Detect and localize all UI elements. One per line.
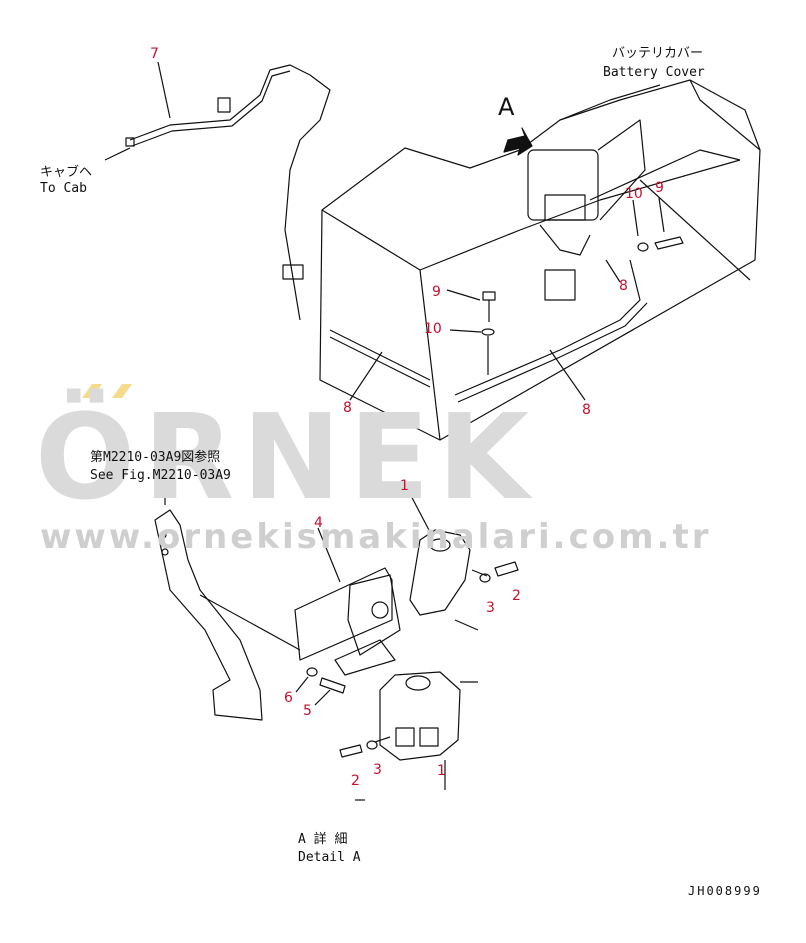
see-fig-jp: 第M2210-03A9図参照 [90,450,221,465]
to-cab-en: To Cab [40,181,87,196]
mount-bracket [154,509,263,721]
relay-upper [409,529,471,616]
callout-10-lower: 10 [424,321,442,337]
relay-assembly-top [527,149,599,221]
callout-1-upper: 1 [400,478,409,494]
battery-cover-en: Battery Cover [603,65,705,80]
callout-8-right: 8 [619,278,628,294]
view-arrow-a [503,127,533,156]
view-a-label: A [498,93,515,121]
battery-box [319,79,761,441]
relay-lower [379,671,461,761]
callout-5: 5 [303,703,312,719]
drawing-code: JH008999 [688,884,762,898]
detail-a-jp: A 詳 細 [298,832,348,847]
watermark-umlaut [82,384,132,398]
callout-8-left: 8 [343,400,352,416]
see-fig-en: See Fig.M2210-03A9 [90,468,231,483]
callout-10-upper: 10 [625,186,643,202]
callout-9-upper: 9 [655,180,664,196]
harness-7 [129,64,331,321]
callout-8-mid: 8 [582,402,591,418]
watermark-url: www.ornekismakinalari.com.tr [40,517,712,557]
mount-plate-4 [294,567,393,661]
battery-cover-jp: バッテリカバー [612,46,704,61]
callout-3-upper: 3 [486,600,495,616]
callout-6: 6 [284,690,293,706]
callout-7: 7 [150,46,159,62]
callout-9-lower: 9 [432,284,441,300]
watermark-brand: ÖRNEK [35,388,537,526]
to-cab-jp: キャブヘ [40,165,93,180]
callout-1-lower: 1 [437,763,446,779]
callout-4: 4 [314,515,323,531]
callout-3-lower: 3 [373,762,382,778]
callout-2-upper: 2 [512,588,521,604]
callout-2-lower: 2 [351,773,360,789]
detail-a-en: Detail A [298,850,361,865]
